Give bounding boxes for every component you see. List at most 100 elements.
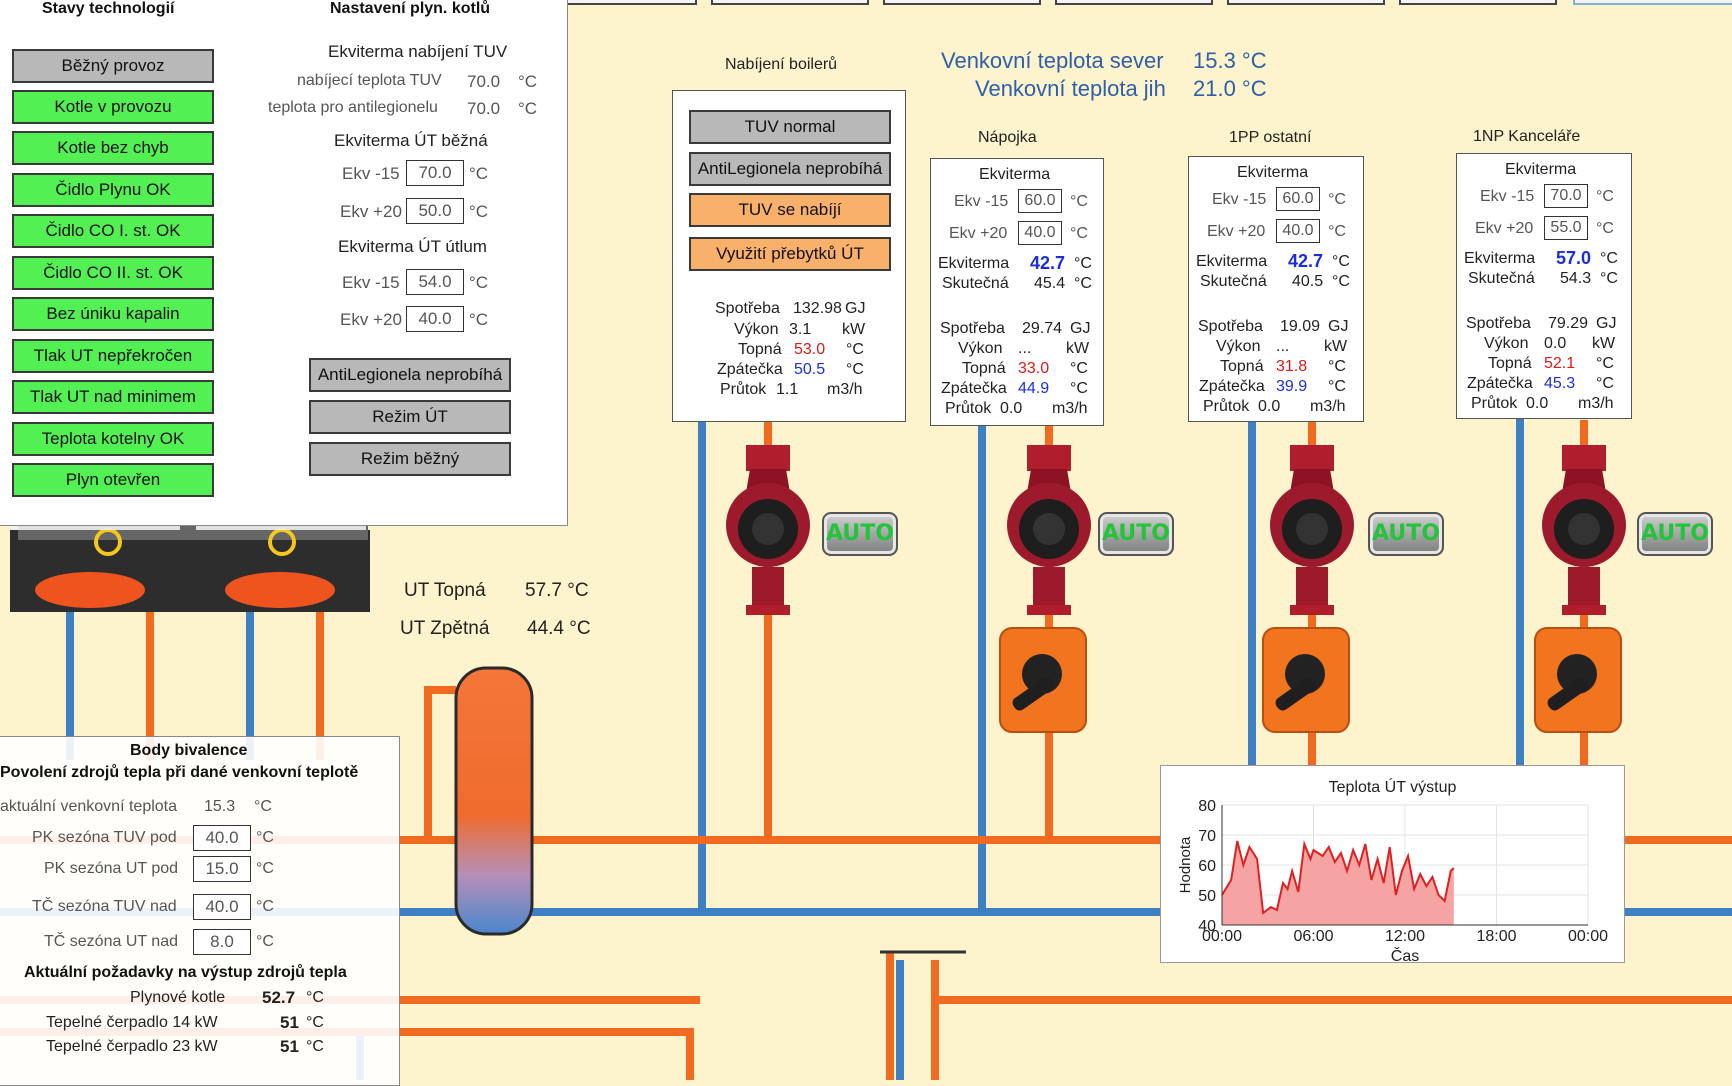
bc-flow-unit: m3/h [827,381,863,398]
real-unit: °C [1600,270,1618,287]
bc-consumption-label: Spotřeba [715,300,780,317]
return-label: Zpátečka [1467,375,1533,392]
pk-ut-unit: °C [256,860,274,877]
bc-return-label: Zpátečka [717,361,783,378]
real-unit: °C [1074,275,1092,292]
status-button[interactable]: Čidlo CO I. st. OK [12,214,214,248]
gas-boilers-value: 52.7 [262,988,296,1007]
ekv-current-label: Ekviterma [938,255,1010,272]
mode-normal-button[interactable]: Režim běžný [309,442,511,476]
surplus-button[interactable]: Využití přebytků ÚT [689,237,891,271]
ut-setback-m15-label: Ekv -15 [342,273,400,292]
power-unit: kW [1324,338,1348,355]
bc-flow-value: 1.1 [776,381,799,398]
antileg-temp-label: teplota pro antilegionelu [268,99,438,116]
chart-area [1222,841,1454,925]
status-button[interactable]: Tlak UT nad minimem [12,380,214,414]
consumption-unit: GJ [1596,315,1617,332]
ekv-current-value: 57.0 [1556,248,1592,268]
pk-tuv-label: PK sezóna TUV pod [32,829,177,846]
supply-unit: °C [1596,355,1614,372]
pk-ut-input[interactable]: 15.0 [193,856,251,882]
return-unit: °C [1596,375,1614,392]
charging-temp-unit: °C [518,72,538,91]
power-label: Výkon [1484,335,1529,352]
power-label: Výkon [1216,338,1261,355]
ut-setback-m15-unit: °C [469,273,489,292]
real-label: Skutečná [942,275,1009,292]
charging-temp-label: nabíjecí teplota TUV [297,72,442,89]
tc-tuv-input[interactable]: 40.0 [193,894,251,920]
pk-ut-label: PK sezóna UT pod [44,860,179,877]
ekv-current-unit: °C [1332,253,1350,270]
circuit-ekv-title: Ekviterma [1237,164,1309,181]
ekv-m15-input[interactable]: 70.0 [1544,184,1588,208]
outdoor-south-label: Venkovní teplota jih [975,76,1166,101]
consumption-value: 79.29 [1548,315,1589,332]
ekv-p20-input[interactable]: 40.0 [1276,219,1320,243]
flow-value: 0.0 [1000,400,1023,417]
ekv-p20-label: Ekv +20 [1475,220,1534,237]
tuv-charging-button[interactable]: TUV se nabíjí [689,193,891,227]
ekv-p20-input[interactable]: 40.0 [1018,221,1062,245]
status-button[interactable]: Plyn otevřen [12,463,214,497]
status-button[interactable]: Čidlo CO II. st. OK [12,256,214,290]
power-unit: kW [1066,340,1090,357]
circuit-ekv-title: Ekviterma [1505,161,1577,178]
flow-unit: m3/h [1578,395,1614,412]
return-value: 45.3 [1544,375,1576,392]
boiler-pump-auto-button[interactable]: AUTO [822,512,898,556]
bc-power-value: 3.1 [789,321,812,338]
ekv-p20-label: Ekv +20 [1207,223,1266,240]
status-button[interactable]: Teplota kotelny OK [12,422,214,456]
flow-value: 0.0 [1258,398,1281,415]
ekv-p20-unit: °C [1328,223,1346,240]
ut-normal-m15-unit: °C [469,164,489,183]
chart-x-tick-label: 06:00 [1293,928,1333,945]
circuit-pump-auto-button[interactable]: AUTO [1368,512,1444,556]
ekv-m15-input[interactable]: 60.0 [1018,189,1062,213]
outdoor-south-value: 21.0 °C [1193,76,1267,101]
status-button[interactable]: Běžný provoz [12,49,214,83]
tc-ut-input[interactable]: 8.0 [193,929,251,955]
ut-supply-value: 57.7 °C [525,580,589,601]
chart-y-tick-label: 80 [1198,798,1216,815]
antilegionella-button[interactable]: AntiLegionela neprobíhá [309,358,511,392]
ekv-m15-input[interactable]: 60.0 [1276,187,1320,211]
status-button[interactable]: Tlak UT nepřekročen [12,339,214,373]
mode-ut-button[interactable]: Režim ÚT [309,400,511,434]
demands-title: Aktuální požadavky na výstup zdrojů tepl… [24,964,347,981]
bc-consumption-unit: GJ [845,300,866,317]
antileg-status-button[interactable]: AntiLegionela neprobíhá [689,152,891,186]
tuv-normal-button[interactable]: TUV normal [689,110,891,144]
supply-unit: °C [1070,360,1088,377]
status-button[interactable]: Bez úniku kapalin [12,297,214,331]
return-value: 44.9 [1018,380,1050,397]
chart-title: Teplota ÚT výstup [1329,777,1457,796]
ut-normal-m15-input[interactable]: 70.0 [406,160,464,186]
status-button[interactable]: Čidlo Plynu OK [12,173,214,207]
supply-value: 33.0 [1018,360,1050,377]
tc-tuv-unit: °C [256,898,274,915]
circuit-pump-auto-button[interactable]: AUTO [1637,512,1713,556]
supply-label: Topná [1488,355,1532,372]
circuit-title: 1NP Kanceláře [1473,128,1581,145]
status-button[interactable]: Kotle v provozu [12,90,214,124]
power-value: ... [1276,338,1290,355]
return-unit: °C [1328,378,1346,395]
consumption-unit: GJ [1328,318,1349,335]
ekv-p20-label: Ekv +20 [949,225,1008,242]
bc-return-unit: °C [846,361,864,378]
supply-value: 52.1 [1544,355,1576,372]
pk-tuv-input[interactable]: 40.0 [193,825,251,851]
ekv-p20-input[interactable]: 55.0 [1544,216,1588,240]
circuit-pump-auto-button[interactable]: AUTO [1098,512,1174,556]
status-button[interactable]: Kotle bez chyb [12,131,214,165]
tuv-equitherm-title: Ekviterma nabíjení TUV [328,42,508,61]
chart-x-label: Čas [1391,946,1419,965]
ut-setback-p20-input[interactable]: 40.0 [406,306,464,332]
ut-normal-p20-input[interactable]: 50.0 [406,198,464,224]
ut-setback-m15-input[interactable]: 54.0 [406,269,464,295]
hp14-unit: °C [306,1014,324,1031]
